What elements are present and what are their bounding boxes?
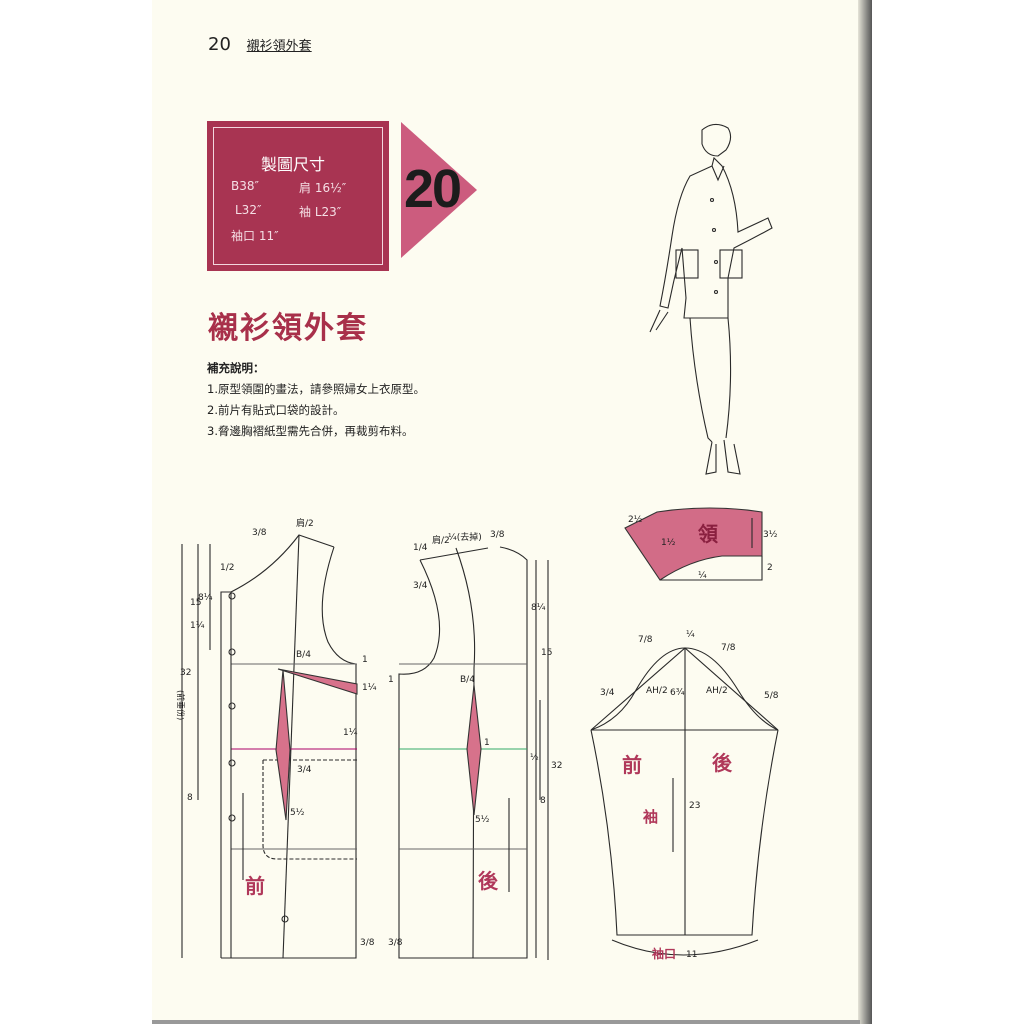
back-remove-label: ¼(去掉): [448, 531, 482, 543]
front-label: 前: [245, 874, 265, 898]
dim-label: 15: [541, 648, 552, 658]
dim-label: 3/8: [490, 530, 505, 540]
dim-label: 32: [551, 761, 562, 771]
front-bodice-pattern: [181, 534, 357, 959]
dim-label: 3/8: [388, 938, 403, 948]
back-bodice-pattern: [398, 546, 549, 960]
front-drop-note: (前垂份): [176, 690, 186, 720]
spec-heading: 製圖尺寸: [261, 155, 326, 174]
dim-label: 1/4: [413, 543, 428, 553]
spec-bust: B38″: [231, 179, 259, 193]
collar-base: [660, 556, 763, 581]
page-binding-shadow: [858, 0, 872, 1024]
collar-pattern: [624, 507, 763, 581]
dim-label: ¼: [698, 571, 707, 581]
page-bottom-edge: [152, 1020, 860, 1024]
dim-label: 1¼: [362, 683, 377, 693]
spec-box: 製圖尺寸 B38″ 肩 16½″ L32″ 袖 L23″ 袖口 11″: [207, 121, 389, 271]
dim-label: 1: [484, 738, 490, 748]
dim-label: 1: [362, 655, 368, 665]
dim-label: 2: [767, 563, 773, 573]
cuff-label: 袖口: [652, 946, 676, 961]
dim-label: 1: [388, 675, 394, 685]
dim-label: 32: [180, 668, 191, 678]
spec-cuff: 袖口 11″: [231, 229, 279, 243]
spec-shoulder: 肩 16½″: [299, 181, 347, 195]
running-title: 襯衫領外套: [246, 39, 312, 54]
notes-heading: 補充說明：: [207, 361, 265, 375]
badge-number: 20: [404, 159, 462, 219]
dim-label: 8¼: [531, 603, 546, 613]
page-title: 襯衫領外套: [208, 311, 368, 346]
sleeve-length: 23: [689, 801, 700, 811]
running-header: 20 襯衫領外套: [208, 34, 312, 55]
spec-sleeve-length: 袖 L23″: [299, 205, 342, 219]
note-item: 3.脅邊胸褶紙型需先合併，再裁剪布料。: [207, 424, 414, 438]
arrow-badge: [401, 122, 477, 258]
dim-label: 15: [190, 598, 201, 608]
dim-label: 8: [187, 793, 193, 803]
front-waist-dart: [275, 669, 291, 821]
dim-label: 8: [540, 796, 546, 806]
sleeve-front-label: 前: [622, 753, 642, 777]
dim-label: 5/8: [764, 691, 779, 701]
dim-label: 2½: [628, 515, 643, 525]
dim-label: 3/4: [600, 688, 615, 698]
dim-label: 3/8: [360, 938, 375, 948]
back-bust-label: B/4: [460, 675, 475, 685]
sleeve-pattern: [590, 647, 779, 956]
front-bust-label: B/4: [296, 650, 311, 660]
dim-label: 3/4: [413, 581, 428, 591]
back-waist-dart: [466, 684, 482, 816]
dim-label: 1/2: [220, 563, 234, 573]
notes: 補充說明： 1.原型領圍的畫法，請參照婦女上衣原型。 2.前片有貼式口袋的設計。…: [207, 358, 425, 442]
dim-label: 1¼: [190, 621, 205, 631]
dim-label: 1¼: [343, 728, 358, 738]
spec-length: L32″: [235, 203, 262, 217]
dim-label: 3/4: [297, 765, 312, 775]
back-label: 後: [478, 869, 499, 893]
dim-label: 1½: [661, 538, 676, 548]
sleeve-label: 袖: [643, 808, 658, 826]
back-shoulder-label: 肩/2: [432, 534, 450, 546]
dim-label: 5½: [475, 815, 490, 825]
sleeve-cap-height: 6¾: [670, 688, 685, 698]
dim-label: 5½: [290, 808, 305, 818]
dim-label: ½: [530, 753, 539, 763]
note-item: 1.原型領圍的畫法，請參照婦女上衣原型。: [207, 382, 425, 396]
sleeve-back-label: 後: [712, 751, 733, 775]
page-number: 20: [208, 34, 231, 55]
sleeve-ah-front: AH/2: [646, 686, 668, 696]
dim-label: 7/8: [721, 643, 736, 653]
sleeve-ah-back: AH/2: [706, 686, 728, 696]
dim-label: 8¼: [198, 593, 213, 603]
spec-box-border: [213, 127, 383, 265]
note-item: 2.前片有貼式口袋的設計。: [207, 403, 345, 417]
fashion-illustration: [649, 123, 773, 475]
front-shoulder-label: 肩/2: [296, 517, 314, 529]
dim-label: 3½: [763, 530, 778, 540]
collar-label: 領: [698, 522, 719, 546]
dim-label: ¼: [686, 630, 695, 640]
dim-label: 3/8: [252, 528, 267, 538]
front-bust-dart: [277, 668, 358, 695]
dim-label: 7/8: [638, 635, 653, 645]
sleeve-cuff-value: 11: [686, 950, 697, 960]
